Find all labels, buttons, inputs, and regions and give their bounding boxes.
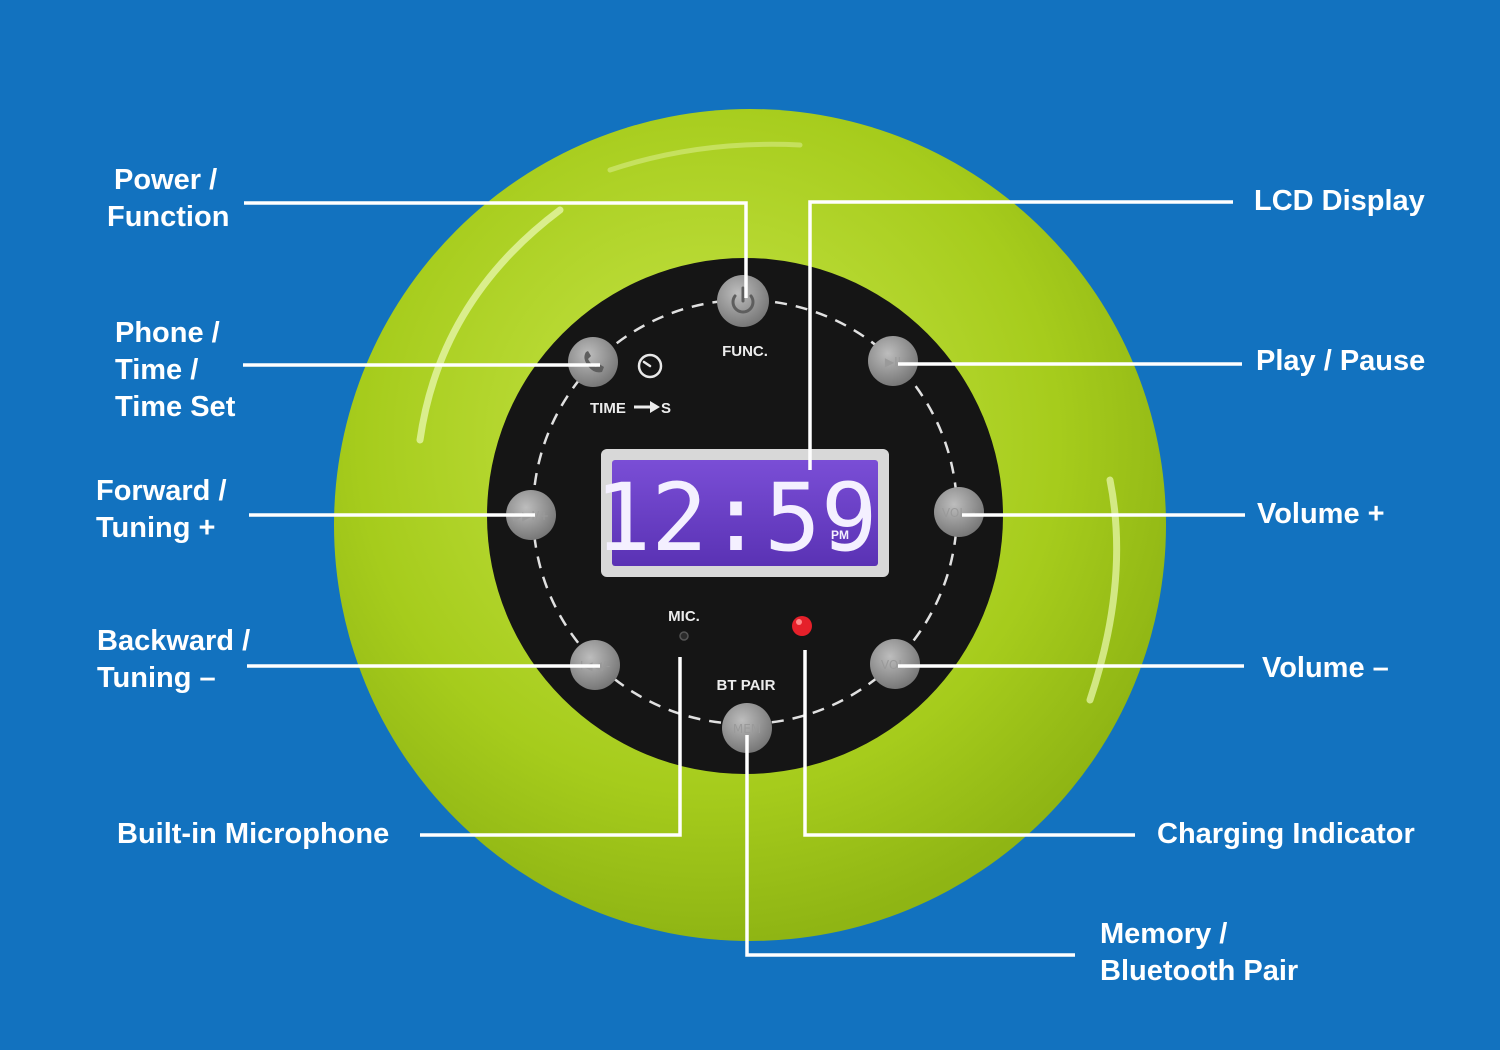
func-label: FUNC. — [722, 343, 768, 360]
callout-phone-time: Phone / Time / Time Set — [115, 315, 235, 426]
callout-phone-line1: Phone / — [115, 317, 220, 349]
callout-volume-up: Volume + — [1257, 496, 1385, 533]
callout-phone-line3: Time Set — [115, 391, 236, 423]
callout-lcd-display: LCD Display — [1254, 183, 1425, 220]
callout-backward-tuning: Backward / Tuning – — [97, 623, 250, 697]
lcd-screen — [612, 460, 878, 566]
callout-memory-line2: Bluetooth Pair — [1100, 955, 1299, 987]
callout-forward-tuning: Forward / Tuning + — [96, 473, 227, 547]
body-highlight-top — [607, 141, 803, 173]
play-pause-button[interactable]: ▶II — [868, 336, 918, 386]
volume-up-glyph: VOL+ — [942, 506, 976, 520]
microphone-hole — [679, 631, 689, 641]
callout-volup-line1: Volume + — [1257, 498, 1385, 530]
volume-down-button[interactable]: VOL- — [870, 639, 920, 689]
callout-lcd-line1: LCD Display — [1254, 185, 1425, 217]
power-icon — [731, 286, 755, 314]
time-set-suffix: S — [661, 400, 671, 417]
callout-backward-line2: Tuning – — [97, 662, 216, 694]
play-pause-icon: ▶II — [885, 355, 901, 369]
leader-lcd — [808, 200, 1233, 470]
power-button[interactable] — [717, 275, 769, 327]
callout-play-pause: Play / Pause — [1256, 343, 1425, 380]
callout-voldown-line1: Volume – — [1262, 652, 1389, 684]
body-highlight-left — [416, 206, 564, 444]
memory-button[interactable]: MEM — [722, 703, 772, 753]
volume-down-glyph: VOL- — [881, 658, 909, 672]
phone-icon — [584, 351, 604, 373]
callout-built-in-mic: Built-in Microphone — [117, 816, 389, 853]
callout-power-line2: Function — [107, 201, 230, 233]
lcd-time: 12:59 — [595, 464, 878, 573]
time-set-label: TIME — [590, 400, 626, 417]
memory-glyph: MEM — [733, 722, 761, 736]
body-highlight-right — [1086, 476, 1121, 704]
callout-charging-line1: Charging Indicator — [1157, 818, 1415, 850]
leader-mic — [420, 657, 682, 837]
bt-pair-label: BT PAIR — [717, 677, 776, 694]
volume-up-button[interactable]: VOL+ — [934, 487, 984, 537]
callout-memory-line1: Memory / — [1100, 918, 1228, 950]
lcd-ampm: PM — [831, 528, 849, 542]
leader-power — [244, 201, 748, 298]
callout-power-function: Power / Function — [107, 162, 229, 236]
charging-led — [792, 616, 812, 636]
leader-lines — [243, 200, 1245, 957]
callout-phone-line2: Time / — [115, 354, 199, 386]
arrow-icon — [634, 401, 660, 413]
charging-led-glow — [796, 619, 802, 625]
phone-button[interactable] — [568, 337, 618, 387]
leader-memory — [745, 735, 1075, 957]
callout-forward-line1: Forward / — [96, 475, 227, 507]
callout-forward-line2: Tuning + — [96, 512, 216, 544]
mic-label: MIC. — [668, 608, 700, 625]
callout-backward-line1: Backward / — [97, 625, 251, 657]
callout-charging: Charging Indicator — [1157, 816, 1415, 853]
clock-icon — [637, 353, 663, 379]
callout-volume-down: Volume – — [1262, 650, 1389, 687]
callout-play-line1: Play / Pause — [1256, 345, 1426, 377]
callout-mic-line1: Built-in Microphone — [117, 818, 390, 850]
leader-charging — [803, 650, 1135, 837]
callout-power-line1: Power / — [114, 164, 218, 196]
callout-memory-bt: Memory / Bluetooth Pair — [1100, 916, 1298, 990]
